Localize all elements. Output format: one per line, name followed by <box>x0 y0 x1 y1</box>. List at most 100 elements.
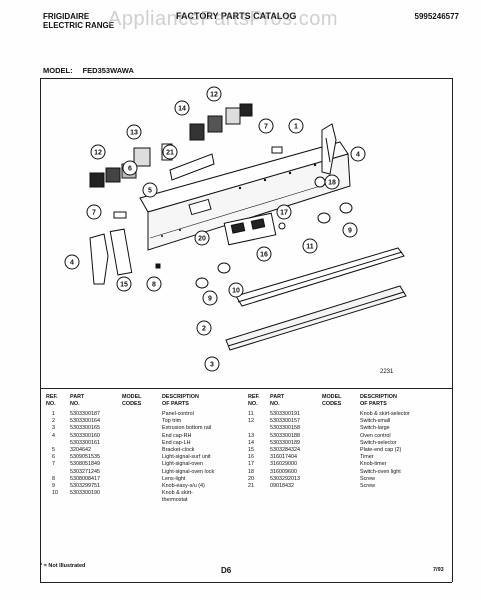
part-number-cell: 09018432 <box>270 483 294 489</box>
svg-text:2: 2 <box>202 326 206 333</box>
revision-date: 7/93 <box>433 567 444 573</box>
switch-drawing <box>89 103 253 188</box>
part-number-cell: 5303300158 <box>270 425 300 432</box>
not-illustrated-note: * = Not Illustrated <box>40 563 86 569</box>
description-cell: Knob & skirt- <box>162 490 193 497</box>
description-cell: Top trim <box>162 418 182 425</box>
part-number-cell: 5303300160 <box>70 432 100 439</box>
callout-1: 1 <box>288 118 304 134</box>
description-cell: End cap-RH <box>162 432 192 439</box>
part-number-cell: 5303300187 <box>70 411 100 417</box>
callout-6: 6 <box>122 160 138 176</box>
timer-control-drawing <box>223 212 277 246</box>
signal-light-drawing <box>113 146 283 269</box>
callout-14: 14 <box>174 100 190 116</box>
diagram-code: 2231 <box>380 369 394 375</box>
svg-text:3: 3 <box>210 362 214 369</box>
control-panel-drawing <box>139 141 351 251</box>
ref-cell: 18 <box>248 468 254 475</box>
description-cell: Light-signal-surf unit <box>162 454 211 461</box>
description-cell: Switch-oven light <box>360 468 401 475</box>
part-number-cell: 5309051535 <box>70 454 100 461</box>
description-cell: Lens-light <box>162 475 186 482</box>
svg-text:9: 9 <box>348 228 352 235</box>
part-number-cell: 5303300164 <box>70 418 100 425</box>
callout-10: 10 <box>228 282 244 298</box>
svg-text:20: 20 <box>198 236 206 243</box>
svg-text:1: 1 <box>294 124 298 131</box>
part-number-cell: 5303300188 <box>270 432 300 439</box>
ref-cell: 7 <box>52 461 55 468</box>
svg-text:10: 10 <box>232 288 240 295</box>
part-number-cell: 5303300190 <box>70 490 100 497</box>
svg-text:12: 12 <box>94 150 102 157</box>
part-number-cell: 316029000 <box>270 461 297 468</box>
description-cell: Screw <box>360 475 375 482</box>
callout-8-left: 8 <box>146 276 162 292</box>
svg-text:18: 18 <box>328 180 336 187</box>
svg-text:4: 4 <box>70 260 74 267</box>
ref-cell: 4 <box>52 432 55 439</box>
callout-16: 16 <box>256 246 272 262</box>
svg-text:13: 13 <box>130 130 138 137</box>
description-cell: Timer <box>360 454 374 461</box>
callout-9-a: 9 <box>202 290 218 306</box>
description-cell: Oven control <box>360 432 391 439</box>
part-number-cell: 3204642 <box>70 447 91 453</box>
end-cap-left-drawing <box>89 233 109 285</box>
part-number-cell: 5303284324 <box>270 447 300 453</box>
frame-right <box>452 78 453 582</box>
callout-18: 18 <box>324 174 340 190</box>
frame-mid <box>40 388 452 389</box>
callout-20: 20 <box>194 230 210 246</box>
catalog-number: 5995246577 <box>414 12 460 21</box>
part-number-cell: 5303292013 <box>270 475 300 482</box>
callout-9-b: 9 <box>342 222 358 238</box>
ref-cell: 5 <box>52 447 55 453</box>
ref-no-header: REF.NO. <box>248 394 260 407</box>
description-cell: Switch-large <box>360 425 390 432</box>
frame-bottom <box>40 582 452 583</box>
svg-text:12: 12 <box>210 92 218 99</box>
svg-text:9: 9 <box>40 78 44 80</box>
description-cell: Light-signal-oven <box>162 461 204 468</box>
description-cell: thermostat <box>162 497 188 504</box>
page-number: D6 <box>221 566 232 575</box>
frame-left <box>40 78 41 582</box>
callout-2: 2 <box>196 320 212 336</box>
description-cell: Bracket-clock <box>162 447 195 453</box>
description-cell: Switch-small <box>360 418 391 425</box>
svg-text:5: 5 <box>148 188 152 195</box>
svg-text:21: 21 <box>166 150 174 157</box>
ref-cell: 10 <box>52 490 58 497</box>
ref-cell: 1 <box>52 411 55 417</box>
trim-extrusion-drawing <box>225 247 407 351</box>
model-label: MODEL: <box>43 66 73 75</box>
description-cell: End cap-LH <box>162 439 191 446</box>
svg-text:19: 19 <box>40 78 48 80</box>
description-cell: Screw <box>360 483 375 489</box>
description-cell: Switch-selector <box>360 439 397 446</box>
part-number-cell: 5303300165 <box>70 425 100 432</box>
part-number-cell: 5308051849 <box>70 461 100 468</box>
callout-17: 17 <box>276 204 292 220</box>
svg-text:14: 14 <box>178 106 186 113</box>
callout-4-left: 4 <box>64 254 80 270</box>
svg-text:17: 17 <box>280 210 288 217</box>
description-cell: Knob & skirt-selector <box>360 411 410 417</box>
part-number-cell: 316017404 <box>270 454 297 461</box>
part-number-cell: 5303300191 <box>270 411 300 417</box>
callout-8-top: 8 <box>40 78 44 80</box>
part-number-cell: 5308008417 <box>70 475 100 482</box>
ref-cell: 6 <box>52 454 55 461</box>
part-number-cell: 5303300161 <box>70 439 100 446</box>
ref-cell: 14 <box>248 439 254 446</box>
callout-11: 11 <box>302 238 318 254</box>
callout-12-top: 12 <box>206 86 222 102</box>
product-line: ELECTRIC RANGE <box>43 21 115 30</box>
callout-5: 5 <box>142 182 158 198</box>
